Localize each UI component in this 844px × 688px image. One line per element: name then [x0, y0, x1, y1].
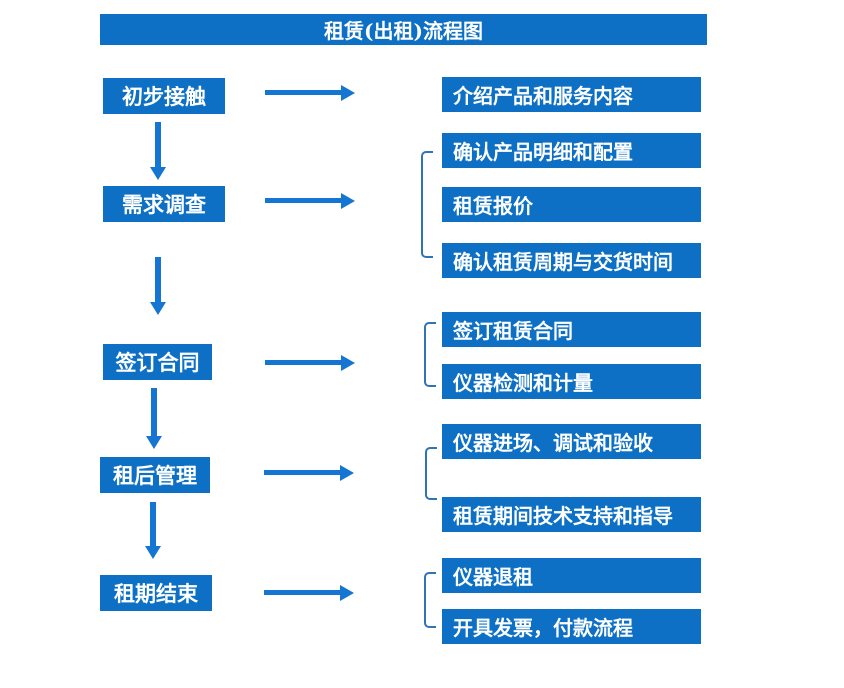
group-bracket — [421, 151, 433, 258]
detail-box-instrument-arrival-debug-acceptance: 仪器进场、调试和验收 — [442, 424, 701, 459]
detail-box-instrument-testing-metering: 仪器检测和计量 — [442, 364, 701, 399]
detail-box-instrument-return: 仪器退租 — [442, 558, 701, 593]
arrow-right-icon — [264, 464, 354, 481]
arrow-down-icon — [150, 257, 166, 315]
arrow-down-icon — [145, 502, 161, 559]
detail-box-rental-tech-support-guidance: 租赁期间技术支持和指导 — [442, 497, 701, 532]
detail-box-invoice-payment-process: 开具发票，付款流程 — [442, 609, 701, 644]
detail-box-rental-quotation: 租赁报价 — [442, 187, 701, 222]
step-box-sign-contract: 签订合同 — [103, 344, 212, 380]
arrow-down-icon — [150, 122, 166, 180]
step-box-initial-contact: 初步接触 — [103, 78, 225, 114]
arrow-down-icon — [146, 388, 162, 449]
step-box-lease-end: 租期结束 — [100, 575, 212, 611]
group-bracket — [424, 572, 436, 628]
arrow-right-icon — [265, 192, 355, 209]
step-box-post-rental-management: 租后管理 — [100, 457, 210, 493]
arrow-right-icon — [265, 84, 355, 101]
detail-box-confirm-product-details-config: 确认产品明细和配置 — [442, 133, 701, 168]
detail-box-sign-rental-contract: 签订租赁合同 — [442, 312, 701, 347]
arrow-right-icon — [265, 354, 355, 371]
group-bracket — [424, 322, 436, 387]
group-bracket — [425, 447, 437, 500]
step-box-demand-survey: 需求调查 — [103, 186, 225, 222]
page-title: 租赁(出租)流程图 — [324, 19, 483, 43]
title-bar: 租赁(出租)流程图 — [100, 14, 707, 45]
arrow-right-icon — [264, 584, 354, 601]
detail-box-introduce-products-services: 介绍产品和服务内容 — [442, 77, 701, 112]
detail-box-confirm-rental-period-delivery: 确认租赁周期与交货时间 — [442, 243, 701, 278]
